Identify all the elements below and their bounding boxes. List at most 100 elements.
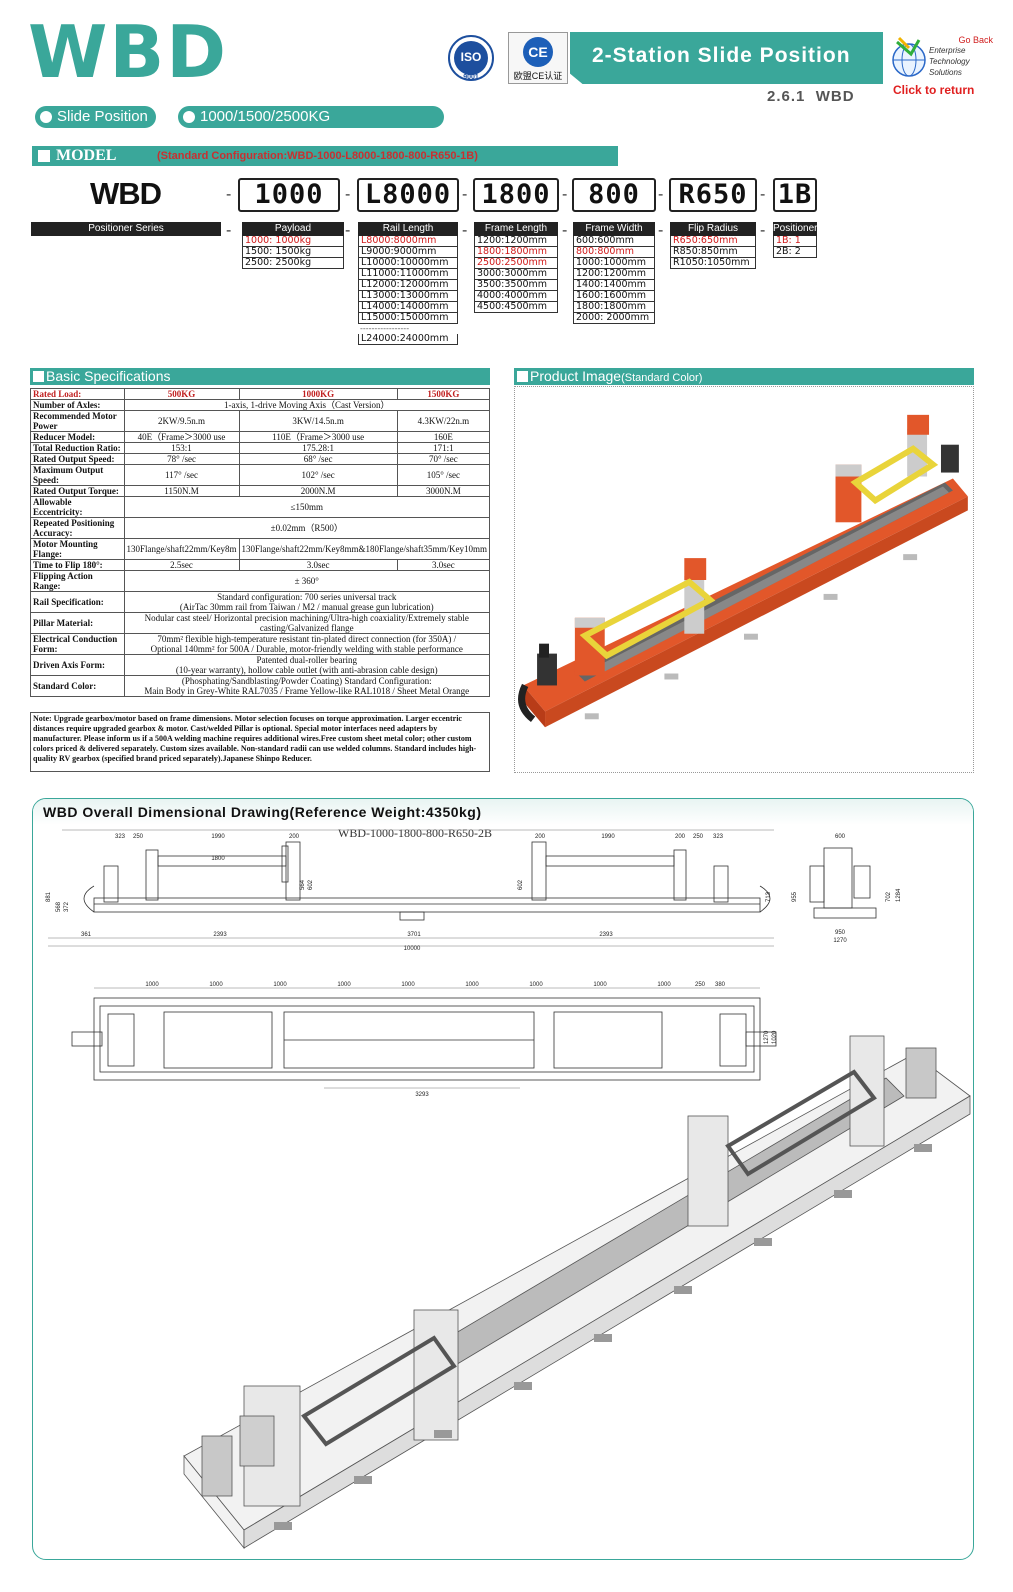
option-item: 1500: 1500kg (242, 247, 344, 258)
ets-text: Enterprise Technology Solutions (929, 45, 970, 78)
spec-row: Number of Axles:1-axis, 1-drive Moving A… (30, 399, 491, 411)
drawing-title: WBD Overall Dimensional Drawing(Referenc… (33, 799, 973, 825)
option-item: 1800:1800mm (474, 247, 558, 258)
drawing-frame: WBD Overall Dimensional Drawing(Referenc… (32, 798, 974, 1560)
capacity-pill: 1000/1500/2500KG (178, 106, 444, 128)
spec-key: Allowable Eccentricity: (30, 496, 125, 518)
dim-label: 568 (56, 901, 62, 912)
dimensional-drawing: 323 250 1990 200 1800 200 1990 200 250 3… (46, 829, 971, 1550)
dim-label: 1270 (764, 1030, 770, 1044)
spec-value: 78° /sec (123, 453, 240, 465)
option-item: 800:800mm (573, 247, 655, 258)
option-item: L14000:14000mm (358, 302, 458, 313)
option-item: 4000:4000mm (474, 291, 558, 302)
brand-logo: WBD (28, 10, 229, 94)
ce-label: CE (523, 37, 553, 67)
code-flip-radius: R650 (669, 178, 757, 212)
specs-title: Basic Specifications (46, 368, 171, 384)
dim-label: 881 (46, 891, 52, 902)
option-item: R650:650mm (670, 236, 756, 247)
spec-value: 3.0sec (396, 559, 491, 571)
iso-sub: 9001 (463, 74, 479, 81)
dim-label: 1000 (593, 982, 607, 988)
dim-label: 1284 (896, 888, 902, 902)
dash: - (345, 222, 351, 239)
spec-value: 1150N.M (123, 485, 240, 497)
dash: - (760, 222, 766, 239)
dim-label: 1990 (211, 834, 225, 840)
spec-row: Driven Axis Form:Patented dual-roller be… (30, 654, 491, 676)
spec-value: (Phosphating/Sandblasting/Powder Coating… (123, 675, 491, 697)
dim-label: 1000 (657, 982, 671, 988)
type-pill: Slide Position (35, 106, 156, 128)
dim-label: 10000 (404, 946, 421, 952)
option-item: L8000:8000mm (358, 236, 458, 247)
option-header: Rail Length (358, 222, 458, 236)
spec-key: Rated Load: (30, 388, 125, 400)
spec-key: Rated Output Torque: (30, 485, 125, 497)
spec-value: 105° /sec (396, 464, 491, 486)
spec-row: Pillar Material:Nodular cast steel/ Hori… (30, 612, 491, 634)
option-item: 600:600mm (573, 236, 655, 247)
spec-value: ±0.02mm（R500） (123, 517, 491, 539)
dim-label: 564 (300, 879, 306, 890)
option-item: L13000:13000mm (358, 291, 458, 302)
dim-label: 250 (695, 982, 706, 988)
section-number: 2.6.1 WBD (767, 88, 855, 105)
product-title: Product Image (530, 368, 622, 384)
dim-label: 713 (766, 891, 772, 902)
product-image (514, 386, 974, 773)
dim-label: 1020 (772, 1030, 778, 1044)
go-back-link[interactable]: Go Back Enterprise Technology Solutions … (885, 28, 1007, 100)
dim-label: 250 (693, 834, 704, 840)
option-item: 1200:1200mm (573, 269, 655, 280)
spec-row: Allowable Eccentricity:≤150mm (30, 496, 491, 518)
spec-value: 2KW/9.5n.m (123, 410, 240, 432)
dash: - (226, 186, 232, 203)
spec-value: 3.0sec (238, 559, 398, 571)
go-back-text: Go Back (958, 35, 993, 45)
spec-row: Standard Color:(Phosphating/Sandblasting… (30, 675, 491, 697)
spec-value: 175.28:1 (238, 442, 398, 454)
spec-value: ≤150mm (123, 496, 491, 518)
dim-label: 1990 (601, 834, 615, 840)
click-to-return-link[interactable]: Click to return (893, 83, 975, 97)
spec-value: 130Flange/shaft22mm/Key8m (123, 538, 240, 560)
spec-key: Rail Specification: (30, 591, 125, 613)
series-label: Positioner Series (31, 222, 221, 236)
spec-key: Maximum Output Speed: (30, 464, 125, 486)
product-title-bar: Product Image(Standard Color) (514, 368, 974, 385)
option-item: 1B: 1 (773, 236, 817, 247)
globe-icon (892, 36, 926, 77)
dim-label: 1000 (529, 982, 543, 988)
spec-key: Pillar Material: (30, 612, 125, 634)
spec-value: 40E（Frame＞3000 use (123, 431, 240, 443)
option-item: 2500: 2500kg (242, 258, 344, 269)
option-item: 1600:1600mm (573, 291, 655, 302)
option-item: 3000:3000mm (474, 269, 558, 280)
spec-value: ± 360° (123, 570, 491, 592)
spec-value: Patented dual-roller bearing (10-year wa… (123, 654, 491, 676)
spec-value: 160E (396, 431, 491, 443)
option-item: L10000:10000mm (358, 258, 458, 269)
dash: - (658, 222, 664, 239)
dash: - (562, 186, 568, 203)
option-item: 1200:1200mm (474, 236, 558, 247)
title-banner: 2-Station Slide Position (570, 32, 883, 84)
dim-label: 1270 (833, 938, 847, 944)
dim-label: 200 (289, 834, 300, 840)
option-item: L12000:12000mm (358, 280, 458, 291)
dim-label: 1000 (337, 982, 351, 988)
spec-value: 3KW/14.5n.m (238, 410, 398, 432)
option-item: L15000:15000mm (358, 313, 458, 324)
product-subtitle: (Standard Color) (621, 372, 703, 384)
spec-value: 3000N.M (396, 485, 491, 497)
option-item: 1000: 1000kg (242, 236, 344, 247)
